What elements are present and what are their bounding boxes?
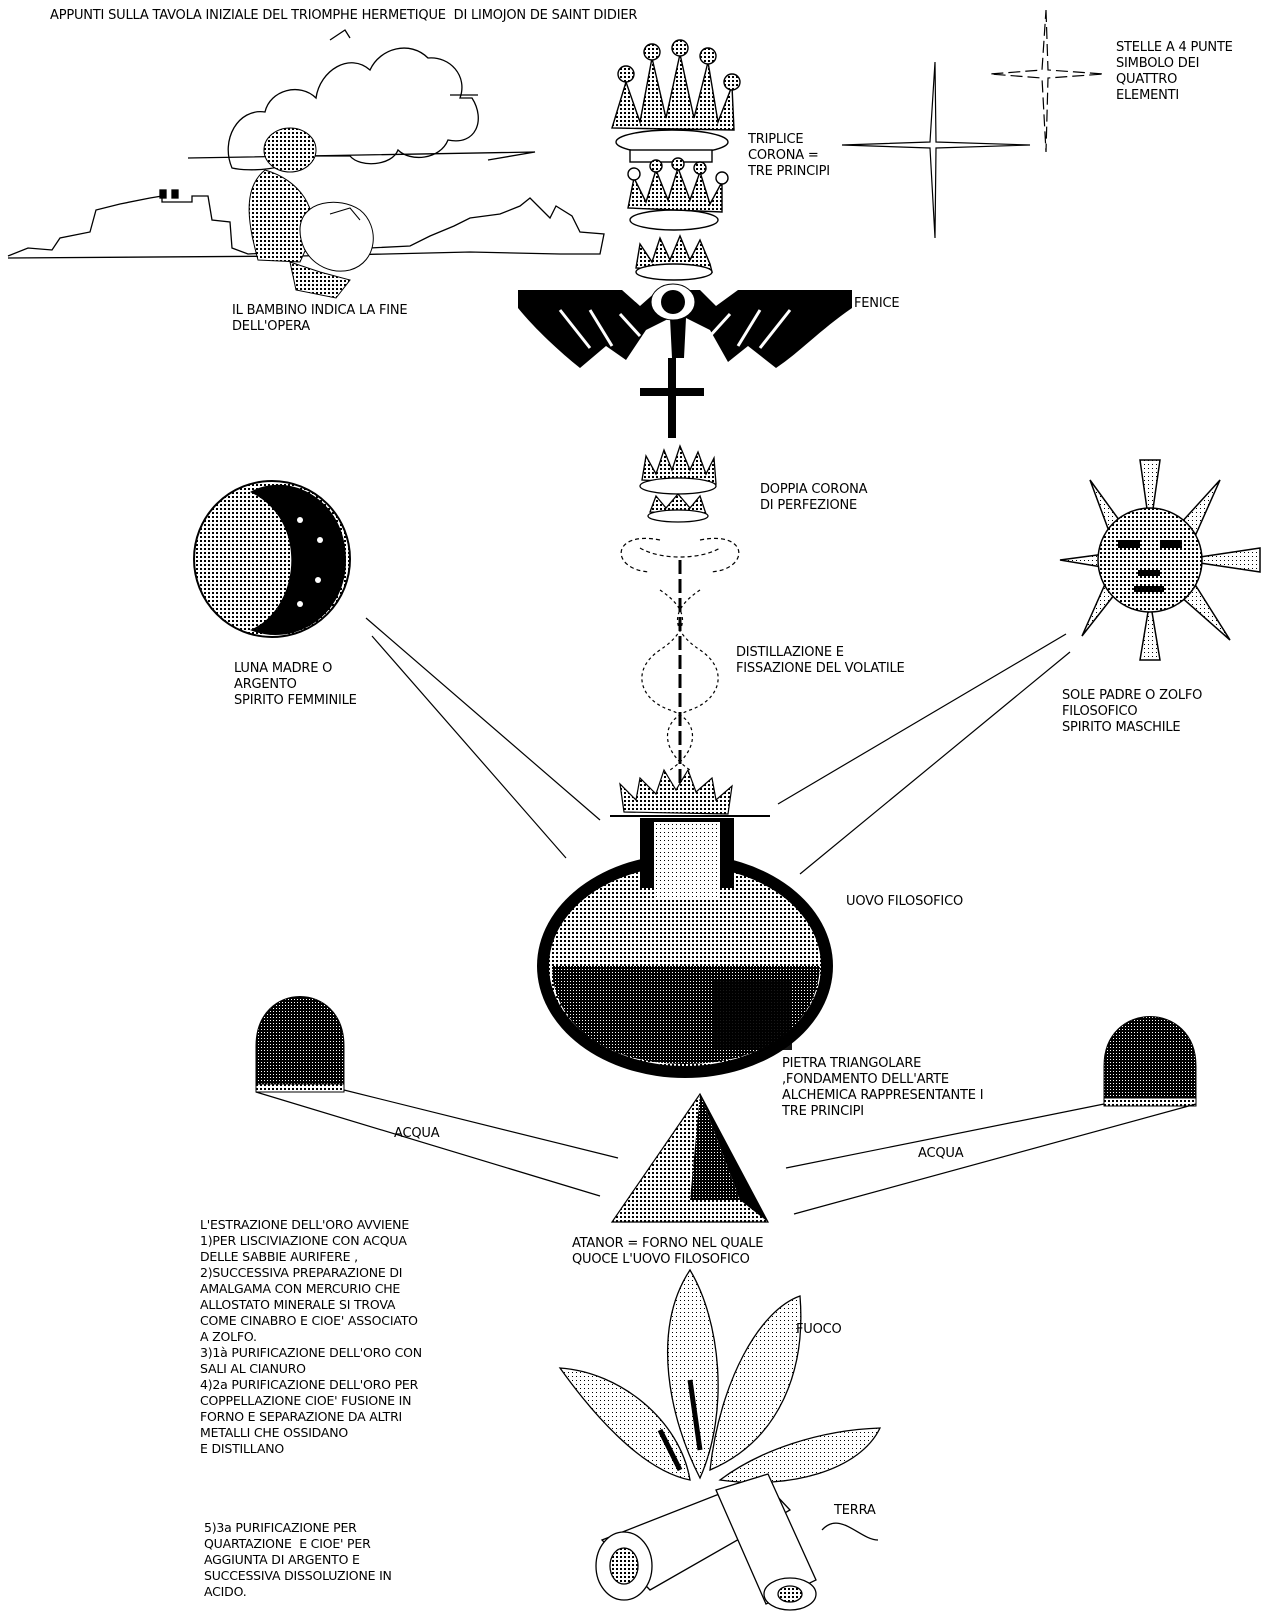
- fire-leaves: [560, 1270, 880, 1483]
- phoenix-label: FENICE: [854, 296, 899, 312]
- water-label-right: ACQUA: [918, 1146, 963, 1162]
- triple-crown: [612, 40, 740, 280]
- water-label-left: ACQUA: [394, 1126, 439, 1142]
- distillation-label: DISTILLAZIONE E FISSAZIONE DEL VOLATILE: [736, 645, 905, 677]
- moon-label: LUNA MADRE O ARGENTO SPIRITO FEMMINILE: [234, 661, 357, 709]
- cross: [640, 358, 704, 438]
- child-label: IL BAMBINO INDICA LA FINE DELL'OPERA: [232, 303, 407, 335]
- moon-rays: [366, 618, 600, 858]
- four-pointed-stars: [842, 10, 1104, 238]
- flask-crown: [620, 770, 732, 814]
- triangular-stone: [612, 1094, 768, 1222]
- page-title: APPUNTI SULLA TAVOLA INIZIALE DEL TRIOMP…: [50, 8, 637, 24]
- earth-label: TERRA: [834, 1503, 876, 1519]
- sun-label: SOLE PADRE O ZOLFO FILOSOFICO SPIRITO MA…: [1062, 688, 1202, 736]
- distillation-coil: [621, 538, 739, 790]
- quartation-notes: 5)3a PURIFICAZIONE PER QUARTAZIONE E CIO…: [204, 1520, 392, 1600]
- double-crown-label: DOPPIA CORONA DI PERFEZIONE: [760, 482, 867, 514]
- child-figure: [249, 128, 373, 298]
- moon: [194, 481, 350, 637]
- sun: [1060, 460, 1260, 660]
- athanor-label: ATANOR = FORNO NEL QUALE QUOCE L'UOVO FI…: [572, 1236, 763, 1268]
- stone-label: PIETRA TRIANGOLARE ,FONDAMENTO DELL'ARTE…: [782, 1056, 983, 1120]
- stars-label: STELLE A 4 PUNTE SIMBOLO DEI QUATTRO ELE…: [1116, 40, 1233, 104]
- athanor-left: [256, 997, 344, 1093]
- athanor-right: [1104, 1017, 1196, 1107]
- fire-label: FUOCO: [796, 1322, 842, 1338]
- triple-crown-label: TRIPLICE CORONA = TRE PRINCIPI: [748, 132, 830, 180]
- gold-extraction-notes: L'ESTRAZIONE DELL'ORO AVVIENE 1)PER LISC…: [200, 1217, 422, 1457]
- phoenix: [518, 284, 852, 368]
- egg-label: UOVO FILOSOFICO: [846, 894, 963, 910]
- philosophical-egg: [537, 816, 833, 1078]
- earth-logs: [596, 1474, 878, 1610]
- double-crown: [640, 446, 716, 522]
